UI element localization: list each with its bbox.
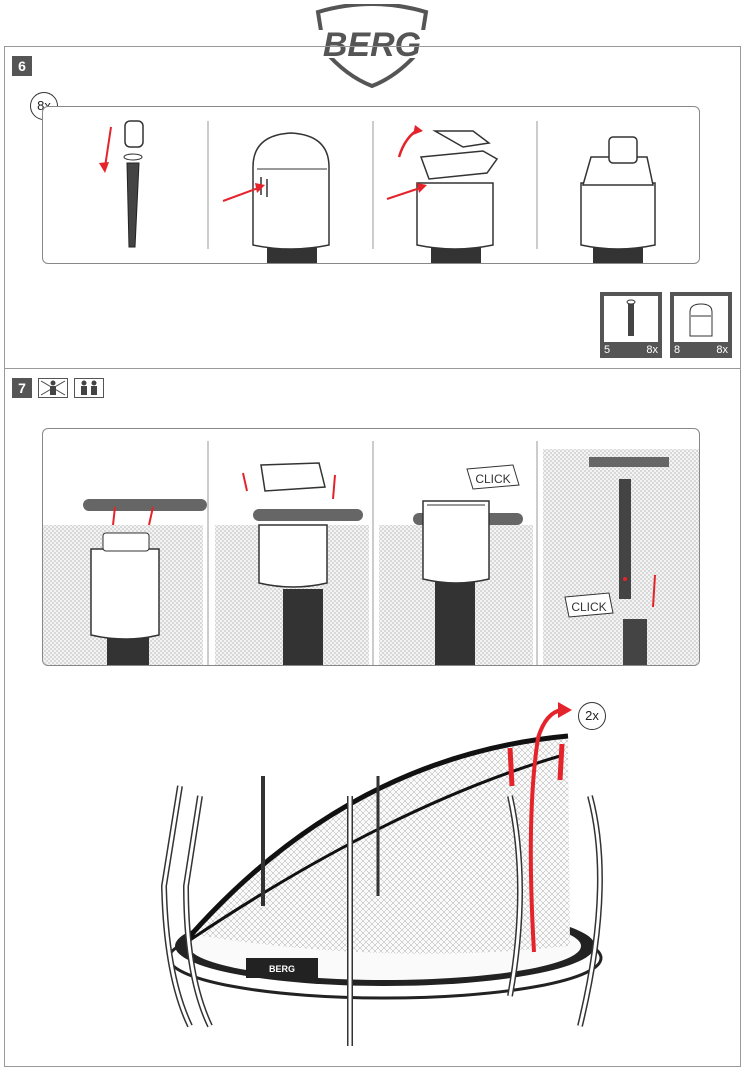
part-8-id: 8 — [674, 344, 681, 356]
two-persons-icon — [74, 378, 104, 398]
part-5-qty: 8x — [646, 344, 658, 356]
page-frame — [4, 46, 741, 1067]
cap-click-illustration: CLICK — [379, 464, 533, 665]
part-8-qty: 8x — [716, 344, 728, 356]
pole-icon — [626, 299, 636, 336]
trampoline-brand-label: BERG — [269, 964, 295, 974]
step-7-multiplier: 2x — [578, 702, 606, 730]
logo-text: BERG — [323, 26, 421, 64]
step-6-panel — [42, 106, 700, 264]
net-top-insert-illustration — [43, 499, 207, 665]
step-divider — [4, 368, 741, 369]
step-6-badge: 6 — [12, 56, 32, 76]
step-7-badge: 7 — [12, 378, 32, 398]
cap-open-illustration — [386, 125, 499, 263]
cap-place-illustration — [215, 462, 369, 665]
cap-insert-illustration — [222, 132, 330, 263]
trampoline-illustration: BERG — [150, 696, 620, 1056]
pole-cap-icon — [689, 303, 713, 337]
pole-click-illustration: CLICK — [543, 449, 699, 665]
pole-with-cap-illustration — [99, 120, 144, 248]
click-label-2: CLICK — [571, 600, 606, 614]
berg-logo: BERG — [288, 4, 456, 88]
part-5-box: 5 8x — [600, 292, 662, 358]
part-5-id: 5 — [604, 344, 611, 356]
cap-closed-illustration — [580, 136, 656, 263]
one-person-crossed-icon — [38, 378, 68, 398]
part-8-box: 8 8x — [670, 292, 732, 358]
step-7-panel: CLICK CLICK — [42, 428, 700, 666]
click-label-1: CLICK — [475, 472, 510, 486]
